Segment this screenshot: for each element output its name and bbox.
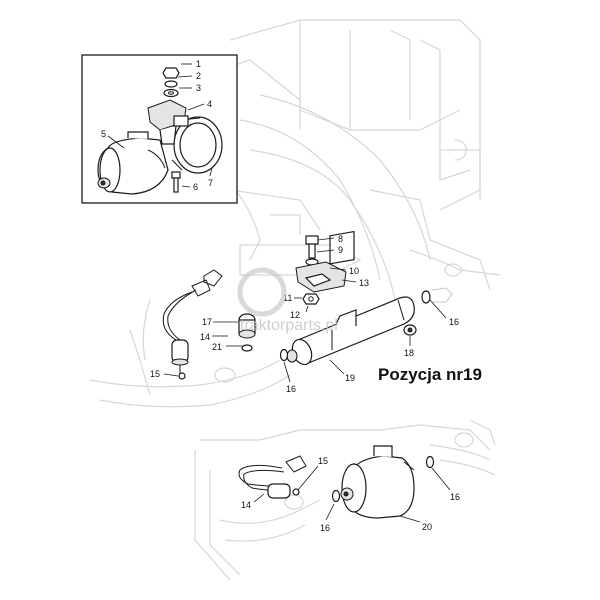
callout-21: 21 <box>212 342 222 352</box>
callout-19: 19 <box>345 373 355 383</box>
callout-15-lower: 15 <box>318 456 328 466</box>
callout-11: 11 <box>283 293 292 303</box>
fitting-18 <box>403 324 417 336</box>
watermark: traktorparts.pl <box>237 267 338 334</box>
callout-1: 1 <box>196 59 201 69</box>
seal-16-left <box>279 348 289 362</box>
watermark-text: traktorparts.pl <box>240 317 338 334</box>
wiring-harness-14-lower <box>238 455 307 499</box>
fuel-pump-20 <box>340 445 415 519</box>
position-label: Pozycja nr19 <box>378 365 482 384</box>
callout-13: 13 <box>359 278 369 288</box>
callout-6: 6 <box>193 182 198 192</box>
sensor-17 <box>238 313 256 352</box>
callout-9: 9 <box>338 245 343 255</box>
inset-fasteners <box>162 67 180 98</box>
seal-16-right <box>421 290 431 304</box>
nut-11 <box>302 293 320 305</box>
watermark-logo-icon <box>237 267 287 317</box>
bolt-8 <box>305 235 319 266</box>
callout-16-left: 16 <box>286 384 296 394</box>
wiring-harness-14 <box>162 269 223 380</box>
callout-4: 4 <box>207 99 212 109</box>
callout-5: 5 <box>101 129 106 139</box>
lower-assembly: 15 16 14 16 20 <box>238 445 460 533</box>
callout-3: 3 <box>196 83 201 93</box>
callout-12: 12 <box>290 310 300 320</box>
callout-15: 15 <box>150 369 160 379</box>
inset-bracket <box>147 99 189 145</box>
main-assembly: 8 9 10 11 13 12 16 18 19 16 17 14 21 15 <box>150 230 459 394</box>
callout-16-right: 16 <box>449 317 459 327</box>
inset-clamp-band <box>169 116 223 174</box>
callout-17: 17 <box>202 317 212 327</box>
callout-14-lower: 14 <box>241 500 251 510</box>
callout-14: 14 <box>200 332 210 342</box>
callout-7: 7 <box>208 178 213 188</box>
mount-bracket <box>295 230 355 293</box>
callout-18: 18 <box>404 348 414 358</box>
callout-16-lower-right: 16 <box>450 492 460 502</box>
callout-16-lower-left: 16 <box>320 523 330 533</box>
callout-10: 10 <box>349 266 359 276</box>
callout-2: 2 <box>196 71 201 81</box>
inset-detail: 1 2 3 4 5 6 7 <box>81 54 238 204</box>
seal-16-lower-left <box>331 489 341 503</box>
fuel-filter-19 <box>286 296 415 366</box>
seal-16-lower-right <box>425 455 435 469</box>
inset-bolt <box>171 171 181 193</box>
callout-20: 20 <box>422 522 432 532</box>
callout-8: 8 <box>338 234 343 244</box>
inset-pump-body <box>97 131 169 195</box>
